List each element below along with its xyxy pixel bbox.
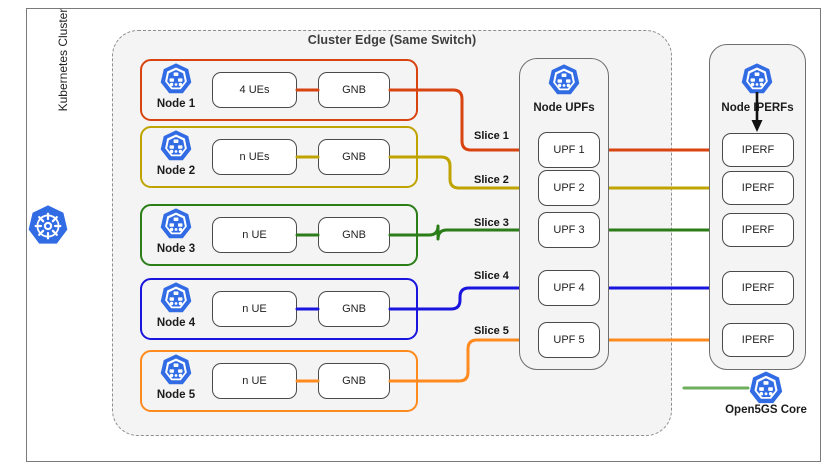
node-label-5: Node 5 [156, 389, 196, 401]
kubernetes-cluster-label: Kubernetes Cluster [56, 8, 70, 112]
ue-box-2: n UEs [212, 139, 297, 175]
kubernetes-helm-wheel-icon [26, 204, 70, 248]
kubernetes-node-icon [159, 281, 193, 315]
gnb-box-4: GNB [318, 291, 390, 327]
kubernetes-node-icon [159, 129, 193, 163]
gnb-box-5: GNB [318, 363, 390, 399]
iperf-box-3: IPERF [722, 213, 794, 247]
ue-box-5: n UE [212, 363, 297, 399]
slice-label-1: Slice 1 [474, 130, 509, 142]
upf-box-5: UPF 5 [538, 322, 600, 358]
node-upfs-title: Node UPFs [533, 102, 595, 114]
ue-box-3: n UE [212, 217, 297, 253]
ue-box-4: n UE [212, 291, 297, 327]
ue-box-1: 4 UEs [212, 72, 297, 108]
iperf-box-2: IPERF [722, 171, 794, 205]
kubernetes-node-icon [159, 353, 193, 387]
open5gs-core-label: Open5GS Core [725, 404, 807, 416]
gnb-box-1: GNB [318, 72, 390, 108]
node-label-1: Node 1 [156, 98, 196, 110]
kubernetes-node-icon [547, 63, 581, 97]
node-label-2: Node 2 [156, 165, 196, 177]
iperf-box-4: IPERF [722, 271, 794, 305]
slice-label-4: Slice 4 [474, 270, 509, 282]
upf-box-2: UPF 2 [538, 170, 600, 206]
down-arrow-icon [751, 92, 763, 132]
slice-label-3: Slice 3 [474, 217, 509, 229]
kubernetes-node-icon [159, 62, 193, 96]
slice-label-2: Slice 2 [474, 174, 509, 186]
upf-box-1: UPF 1 [538, 132, 600, 168]
node-label-3: Node 3 [156, 243, 196, 255]
kubernetes-node-icon [159, 207, 193, 241]
gnb-box-3: GNB [318, 217, 390, 253]
cluster-edge-title: Cluster Edge (Same Switch) [307, 33, 477, 47]
slice-label-5: Slice 5 [474, 325, 509, 337]
upf-box-3: UPF 3 [538, 212, 600, 248]
kubernetes-node-icon [748, 370, 784, 406]
gnb-box-2: GNB [318, 139, 390, 175]
kubernetes-node-icon [740, 62, 774, 96]
node-label-4: Node 4 [156, 317, 196, 329]
iperf-box-5: IPERF [722, 323, 794, 357]
iperf-box-1: IPERF [722, 133, 794, 167]
upf-box-4: UPF 4 [538, 270, 600, 306]
